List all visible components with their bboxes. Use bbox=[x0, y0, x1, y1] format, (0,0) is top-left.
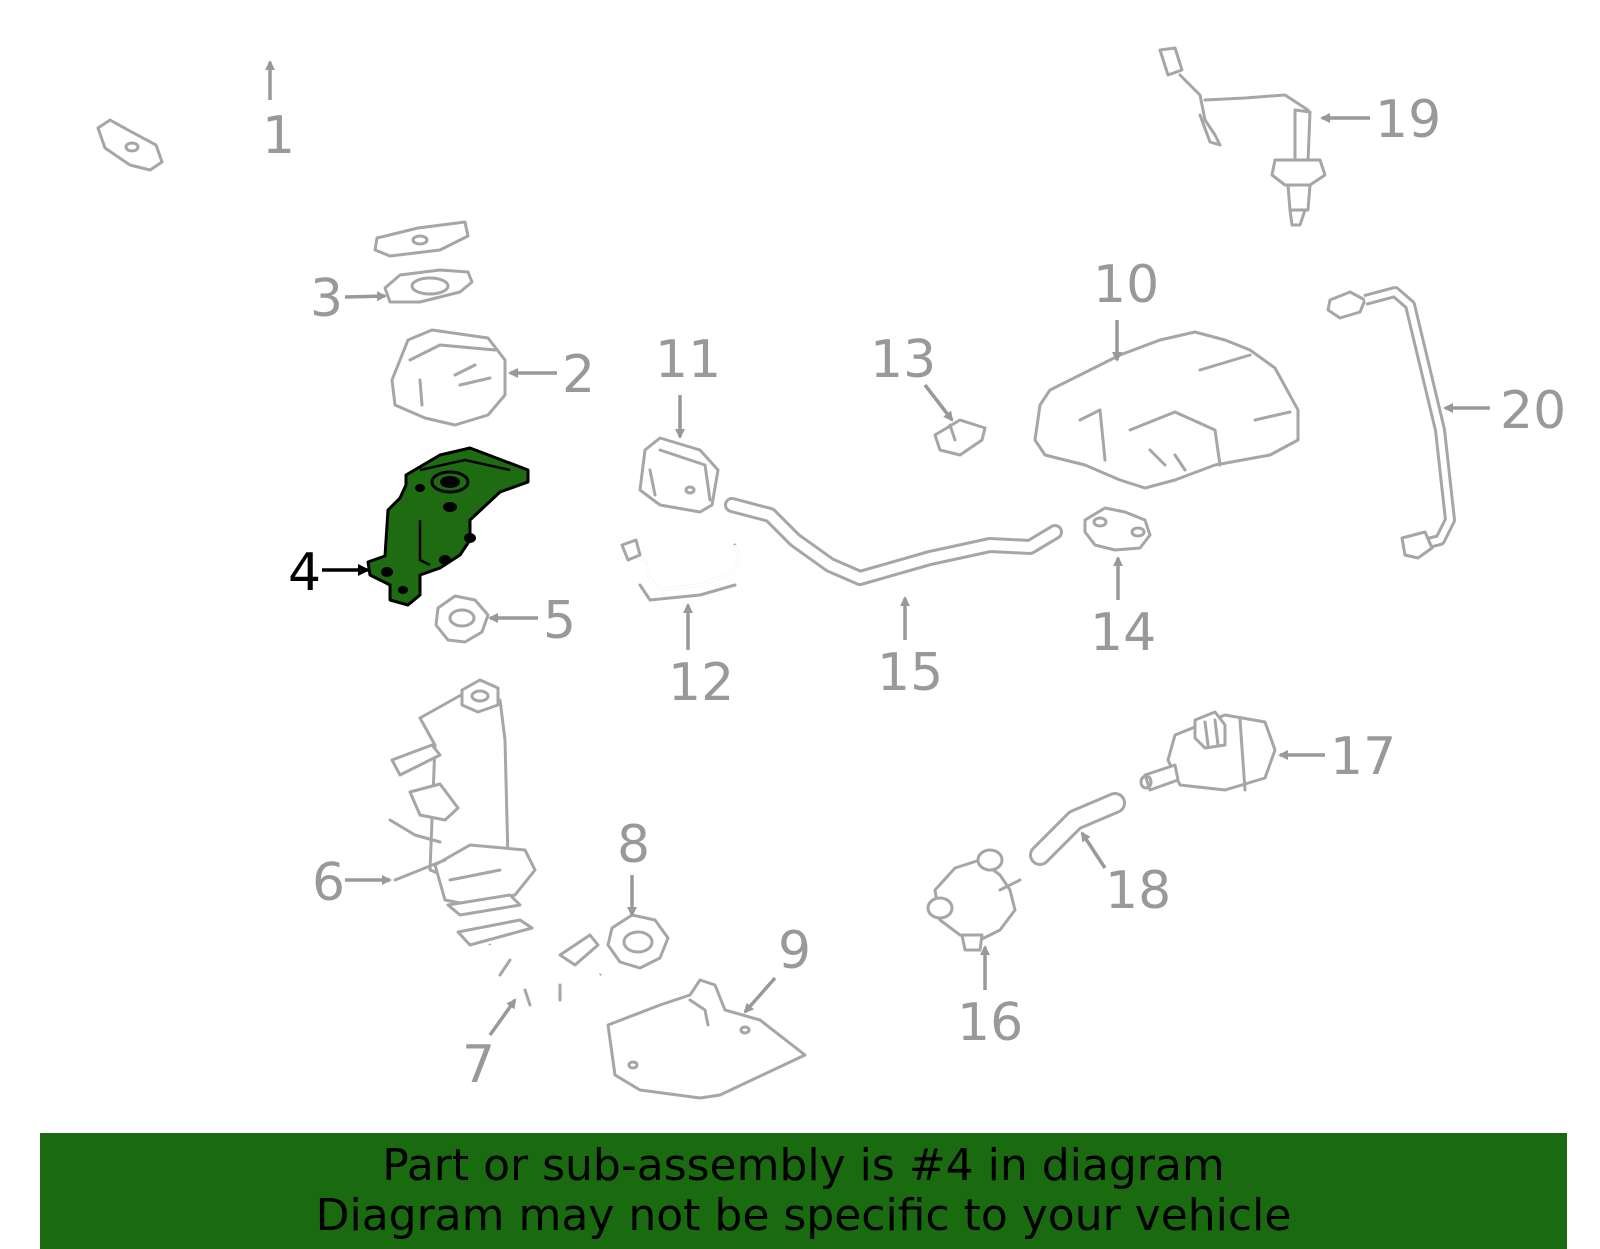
part-6-egr-cooler bbox=[388, 678, 537, 917]
diagram-canvas: 1 2 3 4 5 6 7 8 9 10 11 12 13 14 15 16 1… bbox=[96, 39, 1566, 1100]
part-11-module bbox=[638, 436, 720, 514]
part-1-egr-pipe bbox=[96, 39, 470, 258]
part-15-hose bbox=[724, 497, 1063, 586]
part-13-clip bbox=[933, 418, 987, 457]
part-4-bracket-highlighted bbox=[366, 446, 530, 607]
callout-15: 15 bbox=[877, 643, 943, 703]
banner-part-note: Part or sub-assembly is #4 in diagram bbox=[382, 1140, 1225, 1191]
part-10-canister bbox=[1033, 330, 1300, 490]
callout-3: 3 bbox=[310, 269, 343, 329]
part-9-heat-shield bbox=[606, 978, 807, 1100]
callout-8: 8 bbox=[617, 815, 650, 875]
part-20-oxygen-sensor bbox=[1326, 286, 1456, 560]
part-14-valve bbox=[1083, 506, 1152, 552]
part-8-gasket bbox=[606, 913, 670, 970]
part-2-egr-valve bbox=[390, 328, 507, 427]
callout-4: 4 bbox=[288, 543, 321, 603]
part-18-hose bbox=[1029, 792, 1126, 866]
part-7-pipe bbox=[456, 918, 605, 1007]
callout-13: 13 bbox=[870, 330, 936, 390]
callout-labels: 1 2 3 4 5 6 7 8 9 10 11 12 13 14 15 16 1… bbox=[262, 90, 1566, 1095]
callout-arrows bbox=[265, 60, 1490, 1037]
callout-19: 19 bbox=[1375, 90, 1441, 150]
part-17-solenoid bbox=[1139, 710, 1277, 792]
banner-disclaimer: Diagram may not be specific to your vehi… bbox=[315, 1190, 1292, 1241]
info-banner: Part or sub-assembly is #4 in diagram Di… bbox=[40, 1133, 1567, 1249]
callout-18: 18 bbox=[1105, 861, 1171, 921]
part-12-bracket bbox=[620, 538, 742, 602]
callout-2: 2 bbox=[562, 345, 595, 405]
callout-20: 20 bbox=[1500, 381, 1566, 441]
callout-17: 17 bbox=[1330, 727, 1396, 787]
callout-10: 10 bbox=[1093, 255, 1159, 315]
part-16-valve bbox=[926, 848, 1022, 952]
callout-1: 1 bbox=[262, 106, 295, 166]
callout-11: 11 bbox=[655, 330, 721, 390]
callout-12: 12 bbox=[668, 653, 734, 713]
part-3-gasket bbox=[383, 268, 474, 304]
part-5-gasket bbox=[434, 594, 490, 644]
callout-5: 5 bbox=[543, 591, 576, 651]
callout-7: 7 bbox=[462, 1035, 495, 1095]
part-19-oxygen-sensor bbox=[1158, 46, 1327, 227]
callout-14: 14 bbox=[1090, 603, 1156, 663]
callout-9: 9 bbox=[778, 921, 811, 981]
callout-16: 16 bbox=[957, 993, 1023, 1053]
callout-6: 6 bbox=[312, 853, 345, 913]
